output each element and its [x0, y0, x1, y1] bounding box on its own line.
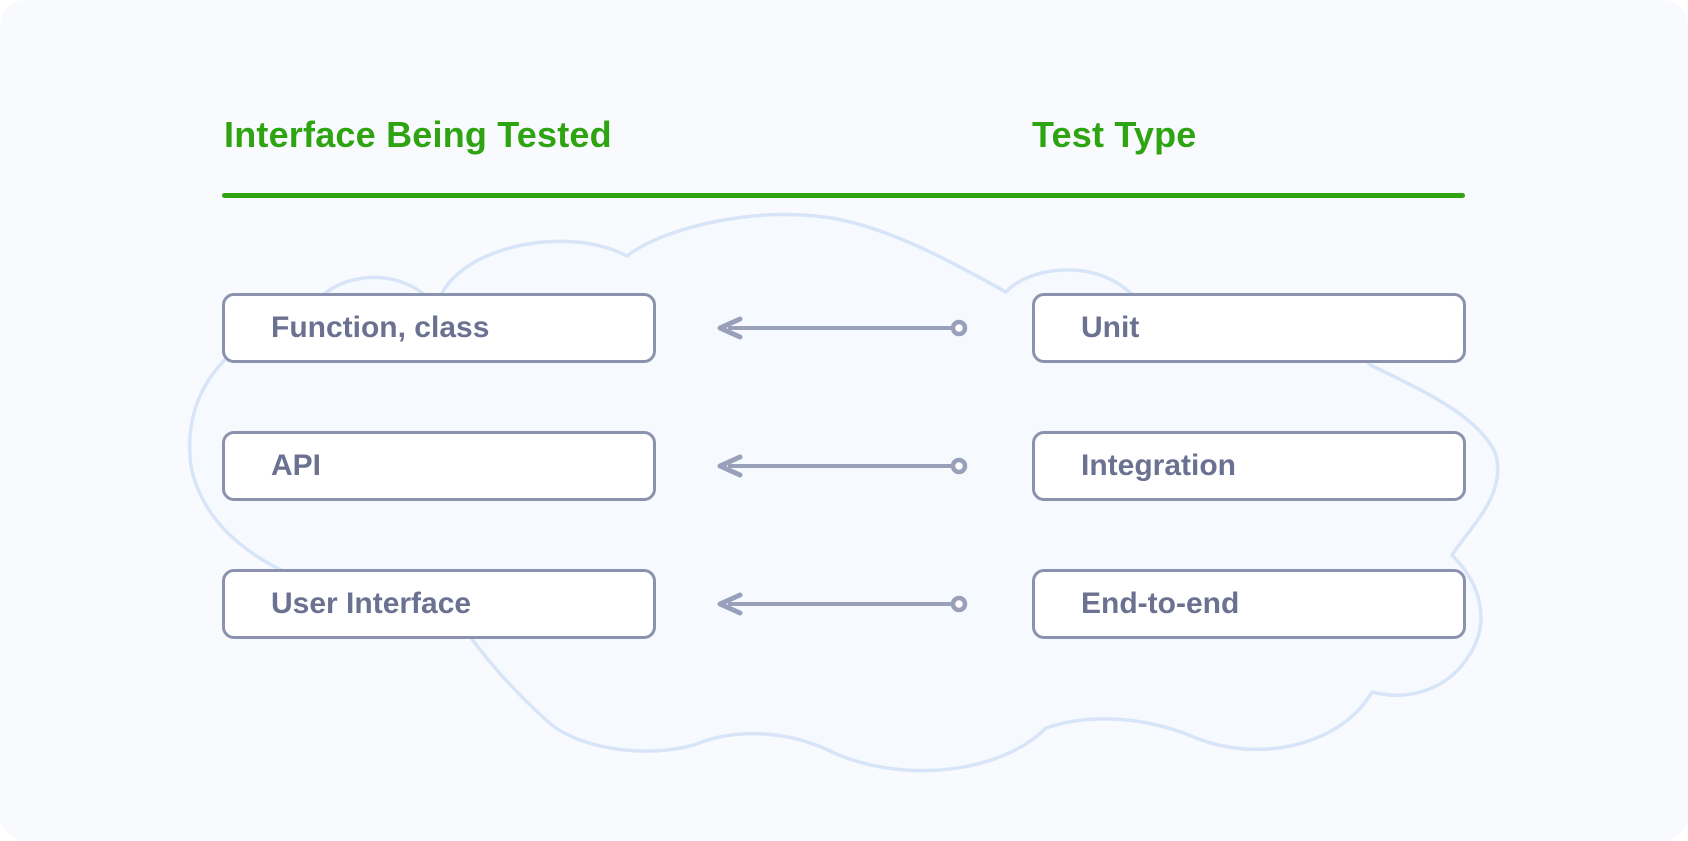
test-type-box-label: End-to-end — [1081, 587, 1240, 620]
interface-box-function-class: Function, class — [222, 293, 656, 363]
interface-box-label: Function, class — [271, 311, 490, 344]
left-arrow-icon — [717, 592, 968, 616]
test-type-box-integration: Integration — [1032, 431, 1466, 501]
test-type-box-unit: Unit — [1032, 293, 1466, 363]
interface-box-user-interface: User Interface — [222, 569, 656, 639]
test-type-box-label: Unit — [1081, 311, 1140, 344]
left-arrow-icon — [717, 454, 968, 478]
interface-box-label: API — [271, 449, 322, 482]
column-header-test-type: Test Type — [1032, 114, 1197, 155]
header-underline — [222, 193, 1465, 198]
test-type-box-label: Integration — [1081, 449, 1236, 482]
interface-box-label: User Interface — [271, 587, 472, 620]
column-header-interface: Interface Being Tested — [224, 114, 612, 155]
left-arrow-icon — [717, 316, 968, 340]
test-type-box-end-to-end: End-to-end — [1032, 569, 1466, 639]
interface-box-api: API — [222, 431, 656, 501]
